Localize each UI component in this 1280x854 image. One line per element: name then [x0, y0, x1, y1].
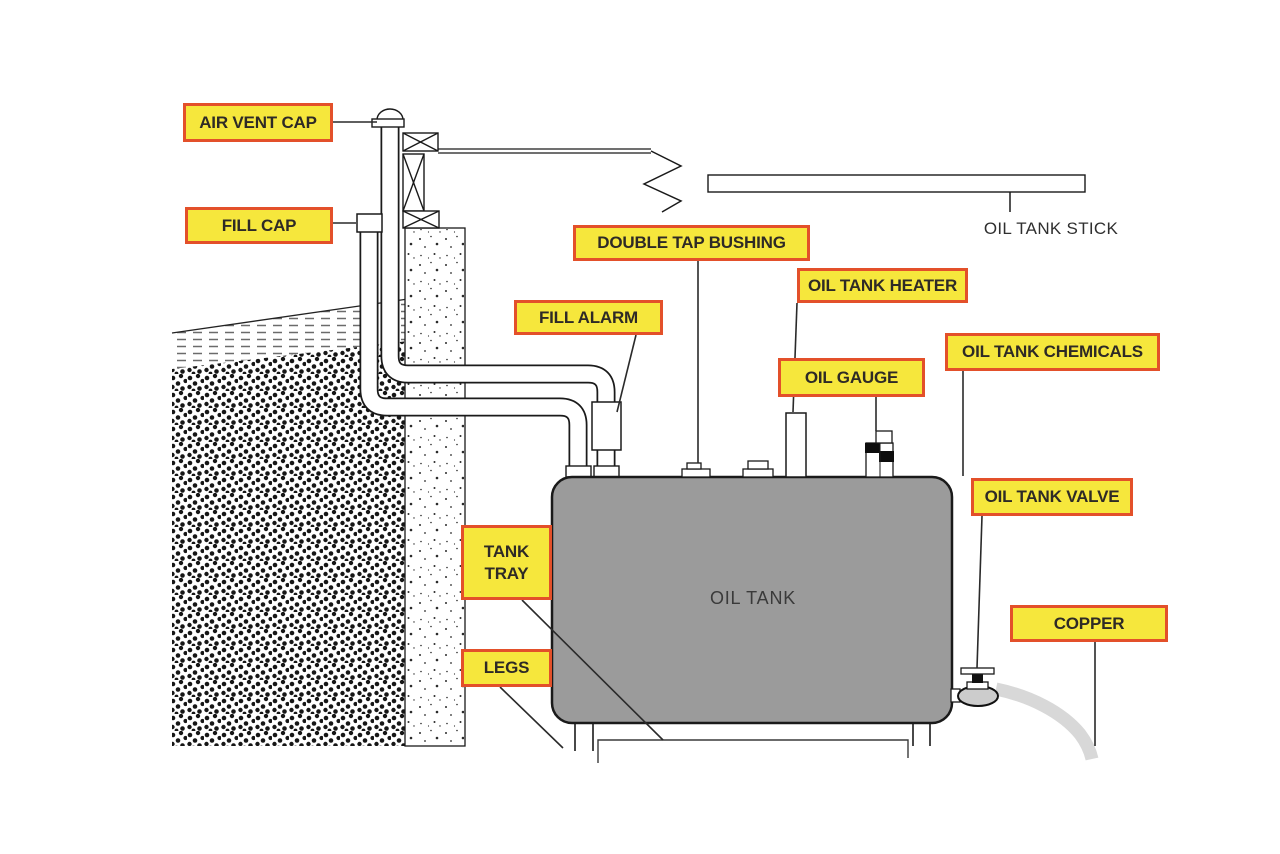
double-tap-bushing-drawing: [681, 462, 711, 478]
fill-pipe: [359, 231, 588, 470]
label-fill-cap: FILL CAP: [185, 207, 333, 244]
oil-tank-heater-drawing: [785, 412, 807, 478]
fill-alarm-drawing: [591, 401, 622, 451]
sill-framing: [402, 132, 440, 229]
vent-pipe: [380, 126, 616, 470]
air-vent-cap-drawing: [371, 108, 405, 128]
tank-legs-drawing: [574, 723, 931, 751]
label-copper: COPPER: [1010, 605, 1168, 642]
label-oil-tank-chemicals: OIL TANK CHEMICALS: [945, 333, 1160, 371]
label-oil-tank-valve: OIL TANK VALVE: [971, 478, 1133, 516]
leader-lines: [333, 121, 1096, 749]
floor-line: [438, 148, 683, 213]
tank-tray-drawing: [597, 739, 909, 763]
label-fill-alarm: FILL ALARM: [514, 300, 663, 335]
second-bushing-drawing: [742, 460, 774, 478]
label-air-vent-cap: AIR VENT CAP: [183, 103, 333, 142]
oil-tank-stick-drawing: [707, 174, 1086, 212]
foundation-wall: [404, 227, 466, 747]
label-legs: LEGS: [461, 649, 552, 687]
label-tank-tray: TANK TRAY: [461, 525, 552, 600]
tank-flanges: [565, 465, 620, 478]
copper-line-drawing: [994, 682, 1099, 761]
label-oil-tank-heater: OIL TANK HEATER: [797, 268, 968, 303]
fill-cap-drawing: [356, 213, 383, 233]
ground-gravel: [172, 341, 408, 746]
label-oil-tank: OIL TANK: [709, 588, 797, 608]
oil-tank-valve-drawing: [950, 667, 999, 707]
label-oil-tank-stick: OIL TANK STICK: [983, 219, 1119, 238]
label-oil-gauge: OIL GAUGE: [778, 358, 925, 397]
label-double-tap-bushing: DOUBLE TAP BUSHING: [573, 225, 810, 261]
oil-gauge-drawing: [865, 430, 894, 478]
